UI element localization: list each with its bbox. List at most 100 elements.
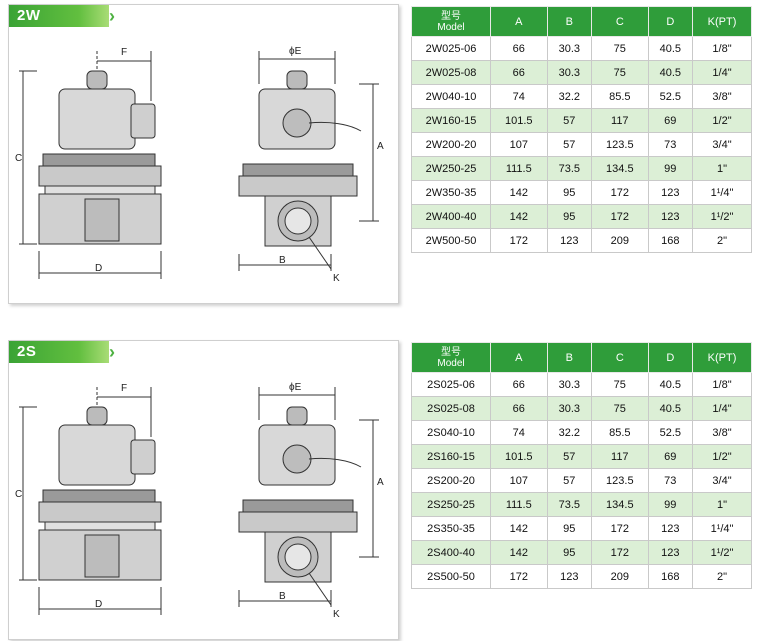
cell-a: 74 <box>490 84 548 109</box>
cell-c: 209 <box>591 228 649 253</box>
header-b: B <box>546 6 593 37</box>
cell-c: 172 <box>591 180 649 205</box>
tag-label: 2S <box>17 343 37 360</box>
cell-a: 66 <box>490 60 548 85</box>
cell-k: 3/4" <box>692 468 752 493</box>
dim-label-d: D <box>95 599 102 610</box>
dim-label-f: F <box>121 383 127 394</box>
drawing-panel: 2W › <box>8 4 399 304</box>
header-model: 型号 Model <box>411 342 491 373</box>
dim-label-b: B <box>279 255 286 266</box>
cell-k: 3/4" <box>692 132 752 157</box>
cell-c: 209 <box>591 564 649 589</box>
cell-c: 117 <box>591 444 649 469</box>
header-k: K(PT) <box>692 342 752 373</box>
cell-c: 123.5 <box>591 468 649 493</box>
cell-b: 73.5 <box>546 156 593 181</box>
cell-k: 1¹/4" <box>692 180 752 205</box>
tag-background <box>9 5 109 27</box>
cell-a: 172 <box>490 564 548 589</box>
cell-d: 52.5 <box>647 420 694 445</box>
cell-a: 74 <box>490 420 548 445</box>
cell-c: 172 <box>591 516 649 541</box>
cell-a: 101.5 <box>490 108 548 133</box>
cell-a: 142 <box>490 540 548 565</box>
dim-label-k: K <box>333 609 340 620</box>
valve-drawing: F C D ϕE A B K <box>15 46 384 284</box>
cell-k: 1/4" <box>692 396 752 421</box>
cell-model: 2W400-40 <box>411 204 491 229</box>
series-tag: 2W › <box>9 5 115 27</box>
cell-model: 2W160-15 <box>411 108 491 133</box>
tag-label: 2W <box>17 7 41 24</box>
header-model-cn: 型号 <box>441 346 461 358</box>
cell-a: 66 <box>490 36 548 61</box>
cell-d: 69 <box>647 108 694 133</box>
cell-d: 40.5 <box>647 396 694 421</box>
cell-b: 95 <box>546 180 593 205</box>
cell-k: 1/8" <box>692 36 752 61</box>
cell-model: 2W025-08 <box>411 60 491 85</box>
cell-d: 52.5 <box>647 84 694 109</box>
cell-d: 168 <box>647 228 694 253</box>
header-c: C <box>591 6 649 37</box>
cell-d: 73 <box>647 468 694 493</box>
cell-d: 40.5 <box>647 36 694 61</box>
cell-a: 66 <box>490 396 548 421</box>
cell-model: 2S350-35 <box>411 516 491 541</box>
cell-b: 95 <box>546 516 593 541</box>
cell-model: 2S400-40 <box>411 540 491 565</box>
header-b: B <box>546 342 593 373</box>
header-d: D <box>647 342 694 373</box>
dim-label-c: C <box>15 489 22 500</box>
series-tag: 2S › <box>9 341 115 363</box>
chevron-right-icon: › <box>109 6 115 26</box>
cell-a: 142 <box>490 180 548 205</box>
cell-k: 1" <box>692 492 752 517</box>
cell-model: 2W200-20 <box>411 132 491 157</box>
cell-a: 101.5 <box>490 444 548 469</box>
cell-d: 123 <box>647 204 694 229</box>
cell-b: 95 <box>546 540 593 565</box>
cell-k: 1¹/4" <box>692 516 752 541</box>
cell-c: 117 <box>591 108 649 133</box>
tag-background <box>9 341 109 363</box>
cell-c: 85.5 <box>591 420 649 445</box>
cell-b: 95 <box>546 204 593 229</box>
cell-d: 123 <box>647 516 694 541</box>
cell-a: 111.5 <box>490 492 548 517</box>
drawing-panel: 2S › <box>8 340 399 640</box>
header-model: 型号 Model <box>411 6 491 37</box>
header-d: D <box>647 6 694 37</box>
cell-k: 1/2" <box>692 108 752 133</box>
cell-b: 57 <box>546 444 593 469</box>
cell-b: 123 <box>546 228 593 253</box>
cell-c: 123.5 <box>591 132 649 157</box>
cell-c: 75 <box>591 60 649 85</box>
header-a: A <box>490 6 548 37</box>
cell-a: 172 <box>490 228 548 253</box>
cell-k: 1¹/2" <box>692 540 752 565</box>
header-c: C <box>591 342 649 373</box>
cell-a: 142 <box>490 516 548 541</box>
cell-c: 172 <box>591 540 649 565</box>
cell-d: 73 <box>647 132 694 157</box>
table-header-row: 型号 Model A B C D K(PT) <box>411 342 752 373</box>
cell-d: 99 <box>647 156 694 181</box>
dim-label-k: K <box>333 273 340 284</box>
